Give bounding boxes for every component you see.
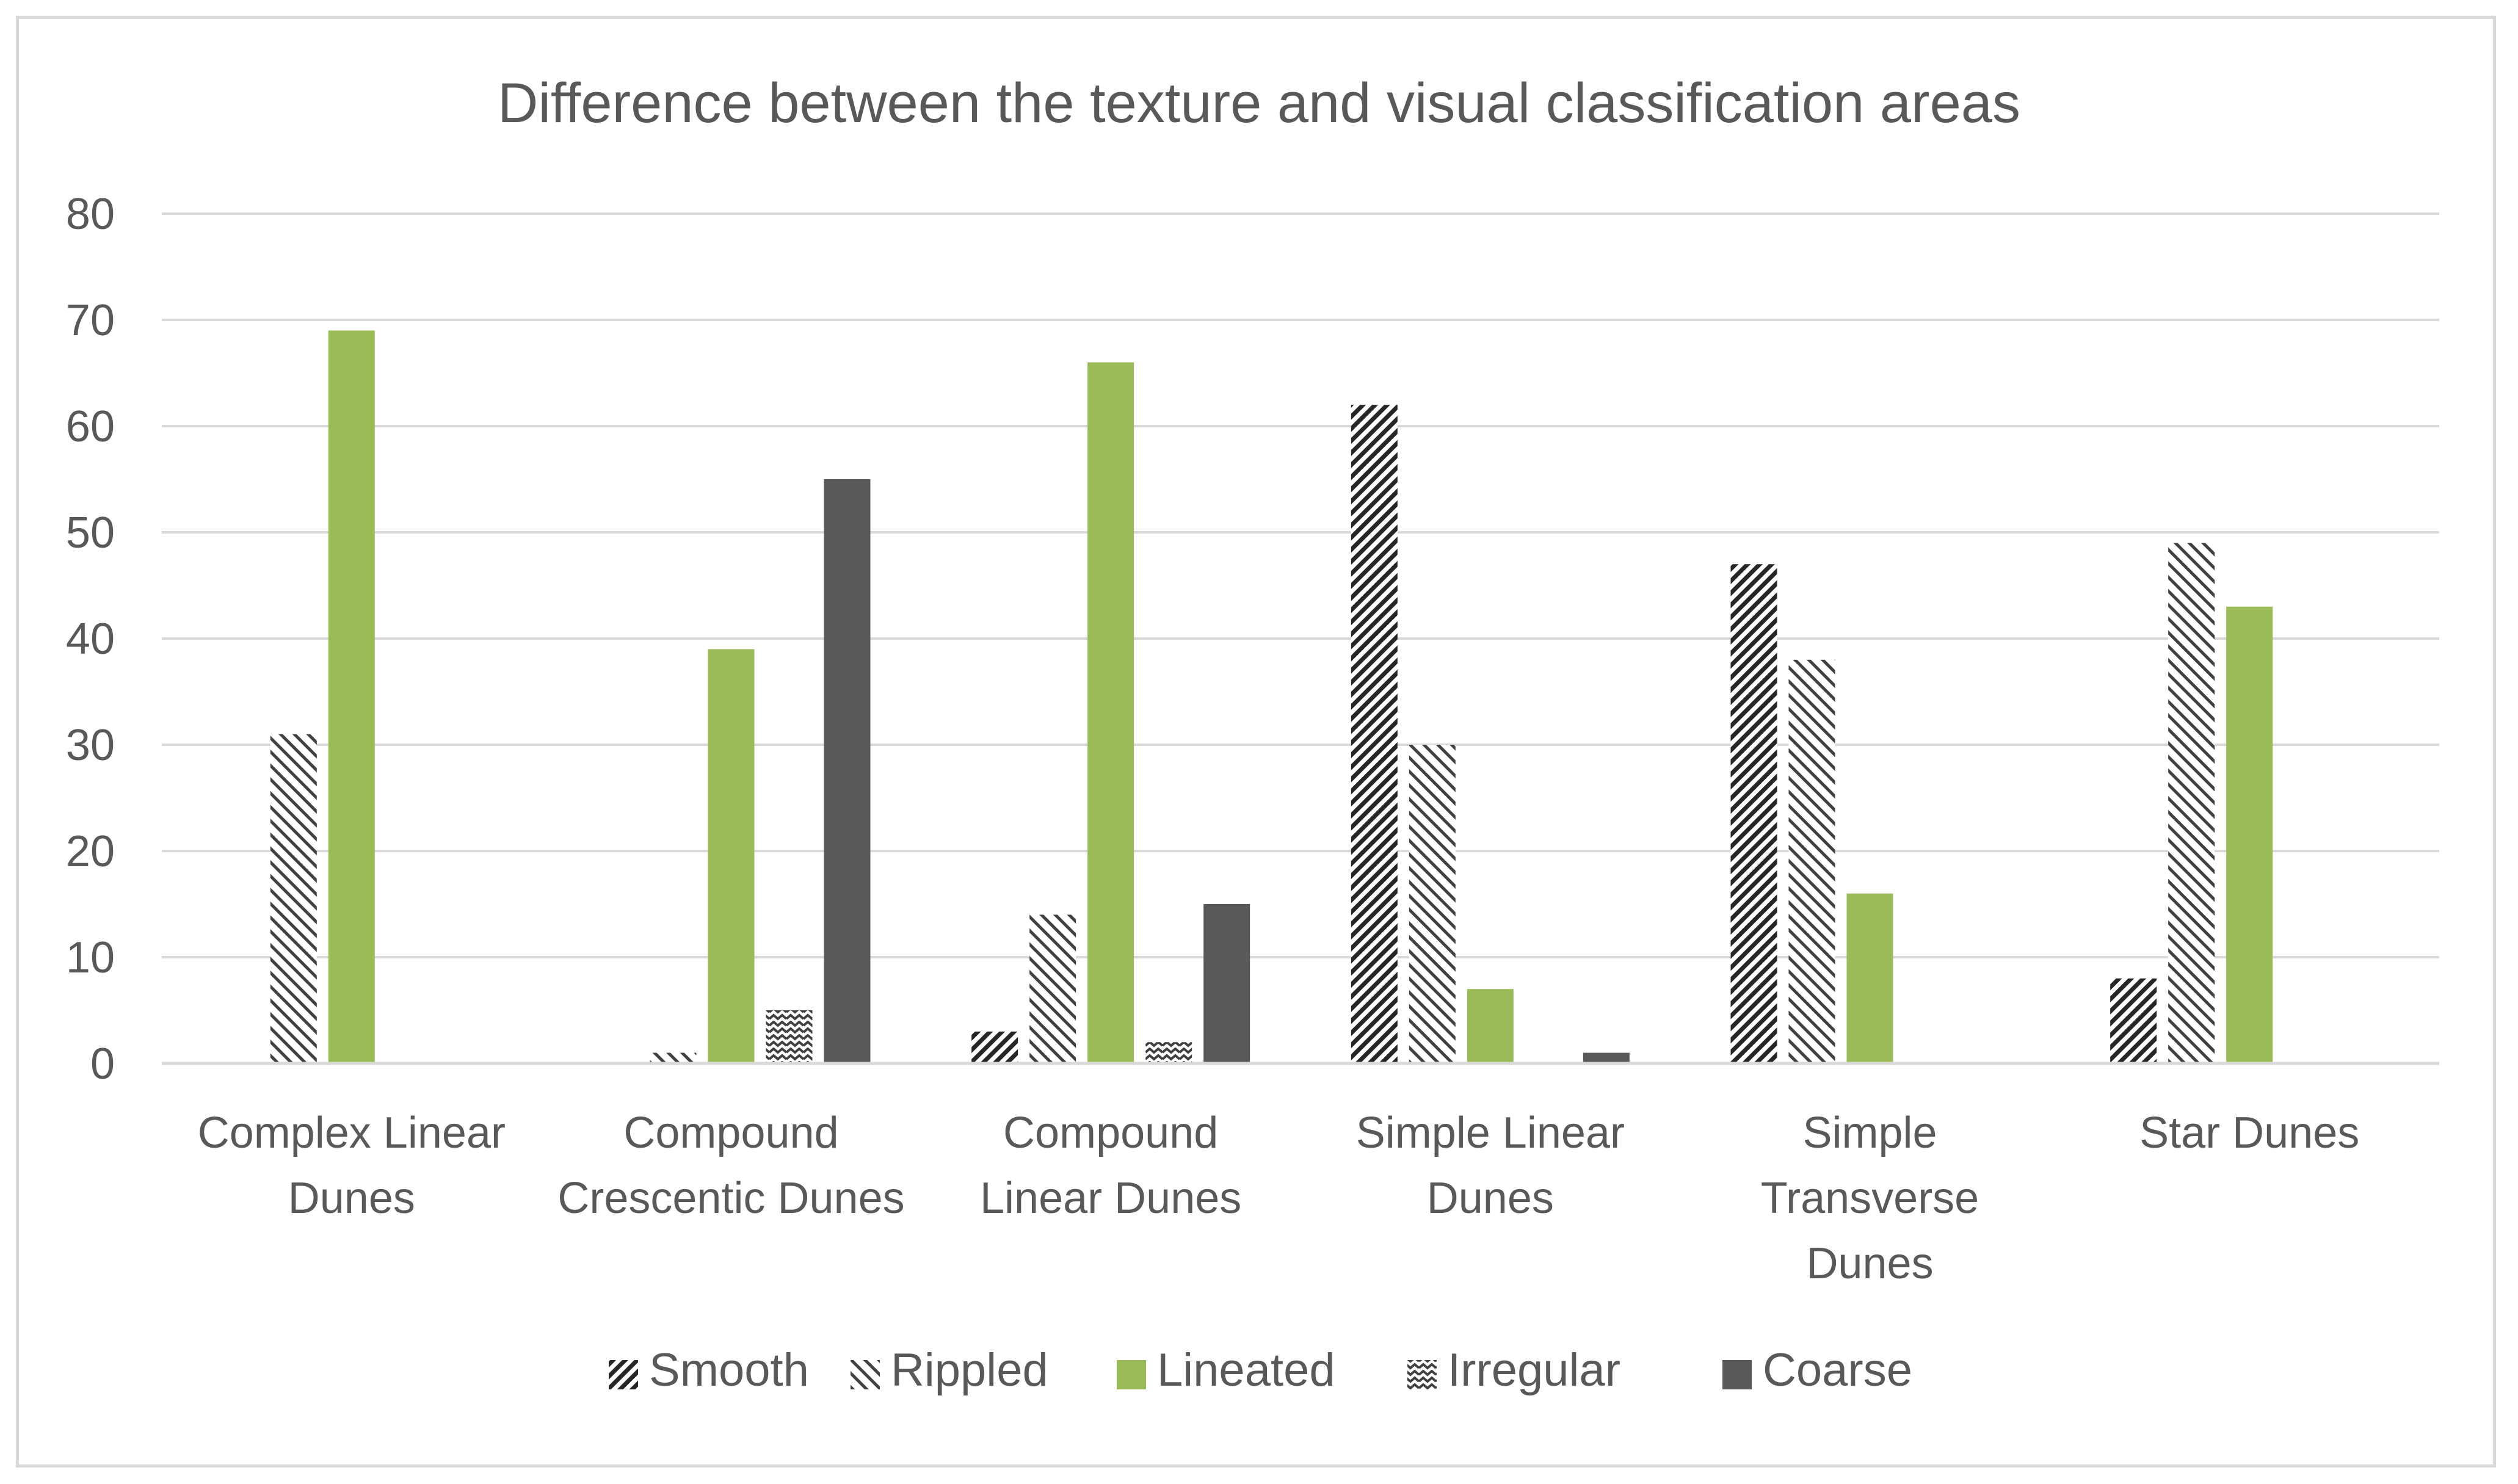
gridlines (162, 212, 2439, 958)
bar-lineated-2 (1087, 362, 1134, 1063)
bar-irregular-1 (766, 1010, 813, 1063)
bar-coarse-3 (1583, 1052, 1630, 1063)
bar-coarse-2 (1203, 904, 1250, 1063)
category-label: Star Dunes (2139, 1109, 2359, 1157)
legend-label: Coarse (1763, 1344, 1912, 1396)
bar-lineated-4 (1846, 893, 1893, 1063)
bar-rippled-3 (1409, 745, 1456, 1063)
legend-label: Smooth (649, 1344, 809, 1396)
legend-swatch (609, 1360, 638, 1389)
legend-swatch (851, 1360, 880, 1389)
y-tick-label: 40 (66, 615, 115, 664)
bar-lineated-5 (2226, 606, 2273, 1063)
bar-lineated-3 (1467, 989, 1514, 1063)
legend-label: Lineated (1157, 1344, 1335, 1396)
legend-item-irregular: Irregular (1407, 1344, 1620, 1396)
legend-item-coarse: Coarse (1722, 1344, 1912, 1396)
bar-rippled-5 (2168, 543, 2215, 1063)
legend-item-smooth: Smooth (609, 1344, 809, 1396)
legend-swatch (1722, 1360, 1752, 1389)
bar-rippled-0 (270, 734, 317, 1063)
y-tick-label: 30 (66, 721, 115, 770)
y-tick-label: 70 (66, 296, 115, 345)
y-axis-ticks: 0 10 20 30 40 50 60 70 80 (66, 190, 115, 1088)
bar-lineated-1 (708, 649, 755, 1063)
bar-smooth-3 (1351, 405, 1398, 1064)
legend-swatch (1407, 1360, 1437, 1389)
legend: Smooth Rippled Lineated Irregular Coarse (609, 1344, 1912, 1396)
bar-smooth-4 (1730, 564, 1777, 1063)
legend-item-rippled: Rippled (851, 1344, 1048, 1396)
legend-label: Rippled (891, 1344, 1048, 1396)
y-tick-label: 80 (66, 190, 115, 239)
bar-rippled-4 (1788, 659, 1835, 1063)
bar-smooth-2 (971, 1031, 1018, 1063)
bar-irregular-2 (1145, 1042, 1192, 1063)
bar-smooth-5 (2110, 978, 2157, 1063)
bar-rippled-1 (650, 1052, 697, 1063)
chart-frame (16, 16, 2496, 1468)
y-tick-label: 20 (66, 827, 115, 876)
chart-title: Difference between the texture and visua… (498, 72, 2020, 134)
y-tick-label: 0 (90, 1040, 115, 1088)
bar-lineated-0 (328, 330, 375, 1063)
legend-item-lineated: Lineated (1117, 1344, 1335, 1396)
bar-coarse-1 (824, 479, 871, 1063)
bar-rippled-2 (1029, 914, 1076, 1063)
y-tick-label: 10 (66, 933, 115, 982)
y-tick-label: 60 (66, 402, 115, 451)
legend-swatch (1117, 1360, 1146, 1389)
legend-label: Irregular (1448, 1344, 1620, 1396)
bars (270, 330, 2273, 1064)
y-tick-label: 50 (66, 509, 115, 557)
